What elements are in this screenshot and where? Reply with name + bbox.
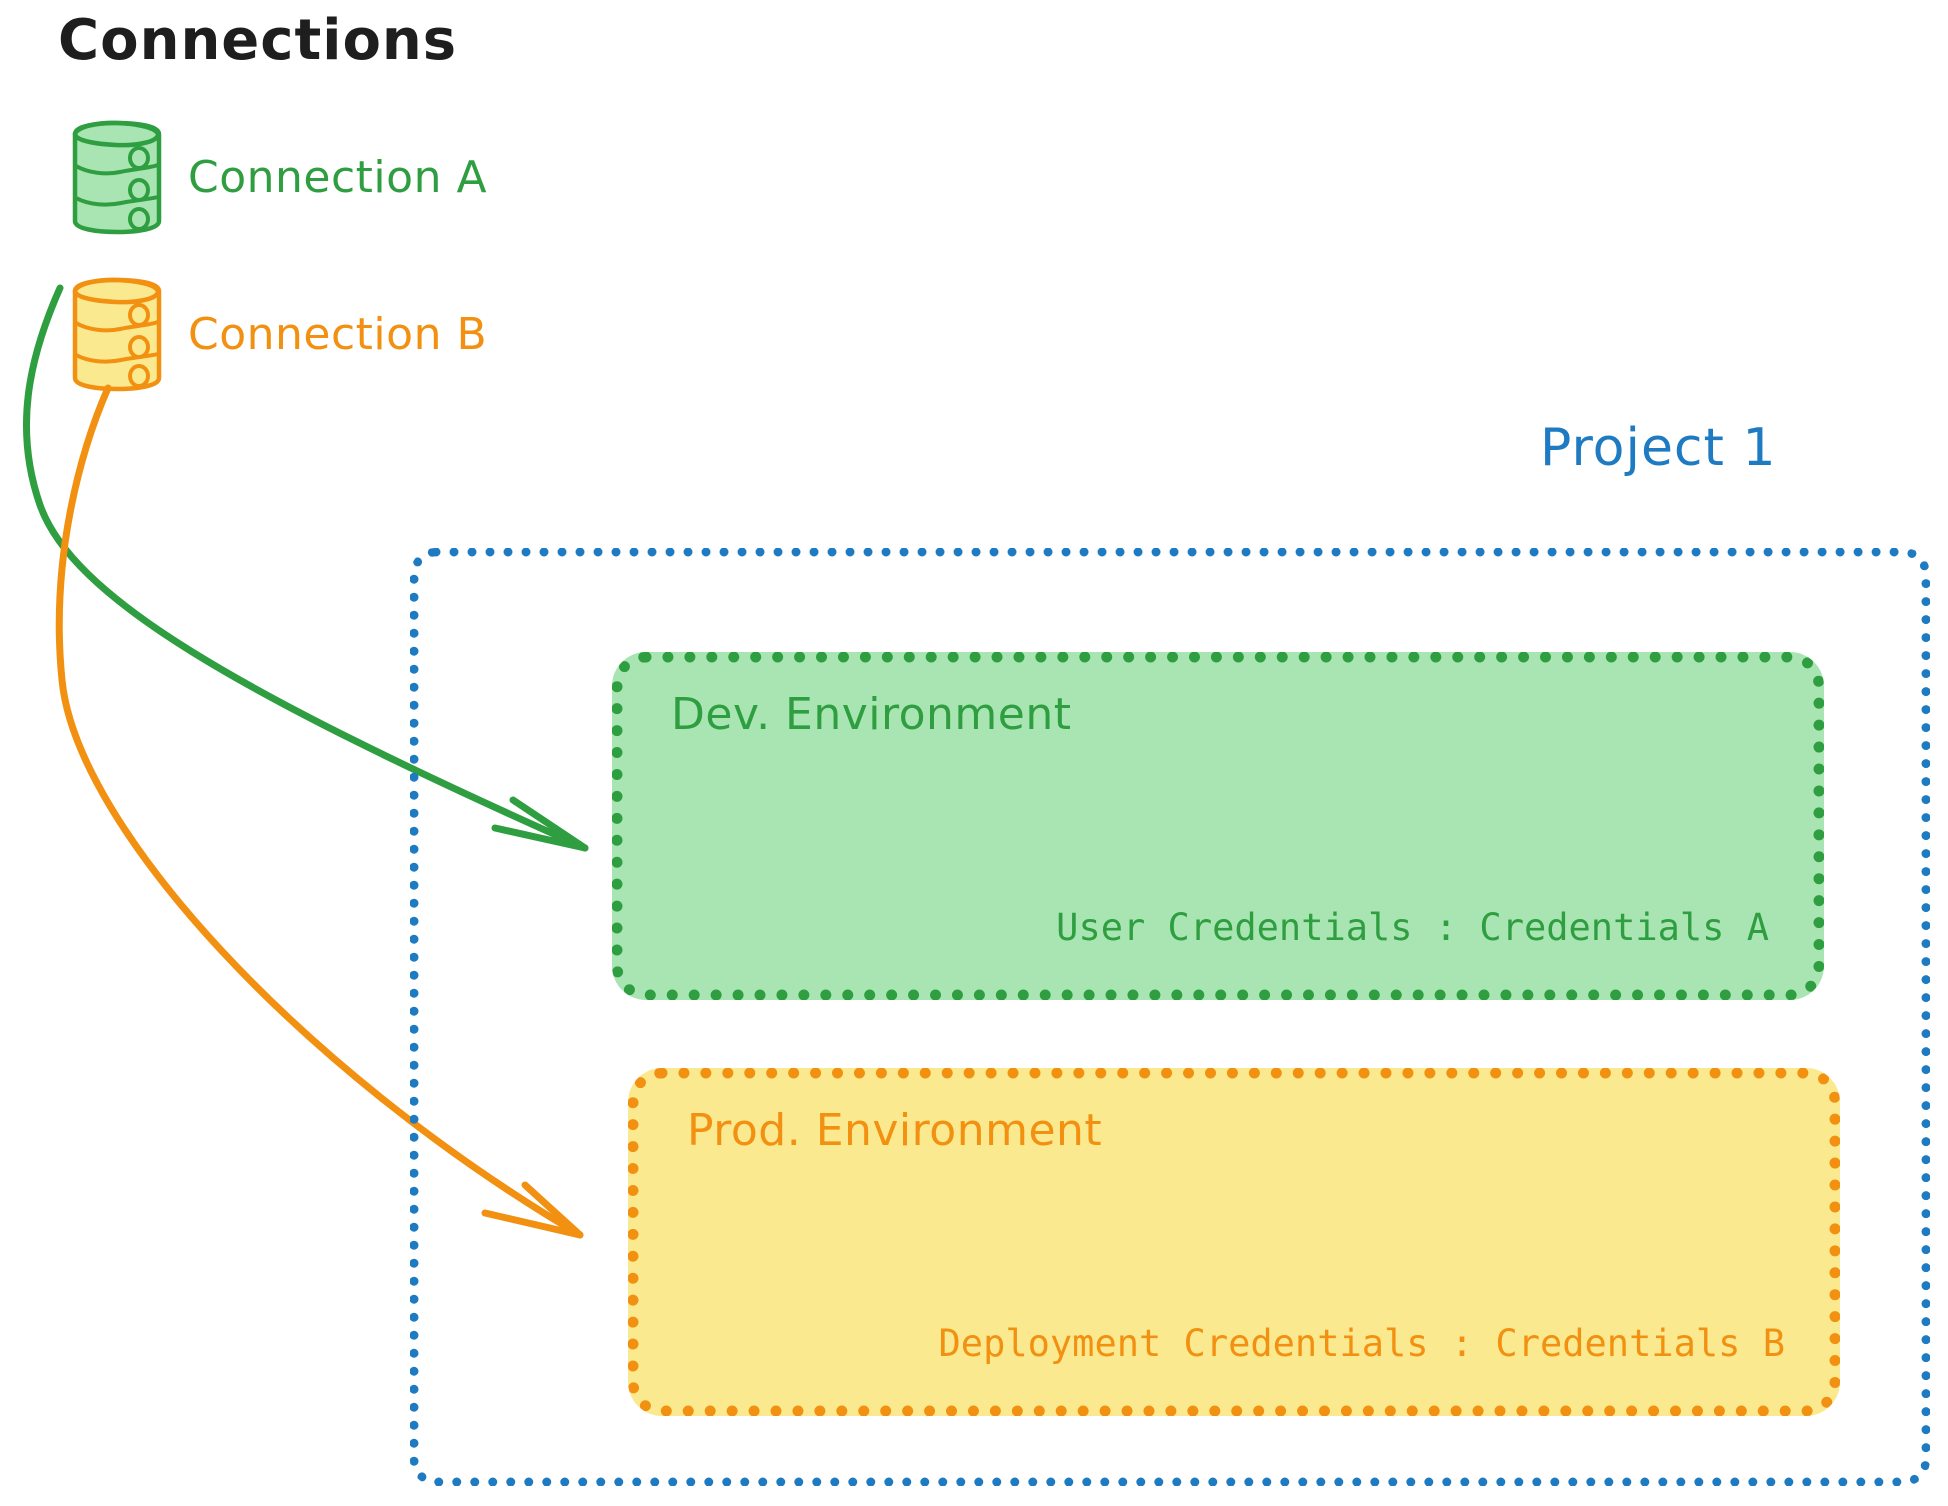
connection-item-b[interactable]: Connection B xyxy=(62,275,487,393)
database-icon xyxy=(62,275,170,393)
prod-environment-credentials: Deployment Credentials : Credentials B xyxy=(938,1322,1785,1365)
dev-environment-title: Dev. Environment xyxy=(671,689,1072,740)
project-title: Project 1 xyxy=(1540,418,1777,478)
database-icon xyxy=(62,118,170,236)
dev-environment-credentials: User Credentials : Credentials A xyxy=(1056,906,1769,949)
connections-heading: Connections xyxy=(58,8,458,73)
connection-item-a[interactable]: Connection A xyxy=(62,118,487,236)
project-container[interactable] xyxy=(410,548,1930,1486)
prod-environment-title: Prod. Environment xyxy=(687,1105,1103,1156)
connection-label-b: Connection B xyxy=(188,308,488,360)
prod-environment-box[interactable]: Prod. Environment Deployment Credentials… xyxy=(628,1068,1840,1416)
connection-label-a: Connection A xyxy=(188,151,488,203)
dev-environment-box[interactable]: Dev. Environment User Credentials : Cred… xyxy=(612,652,1824,1000)
